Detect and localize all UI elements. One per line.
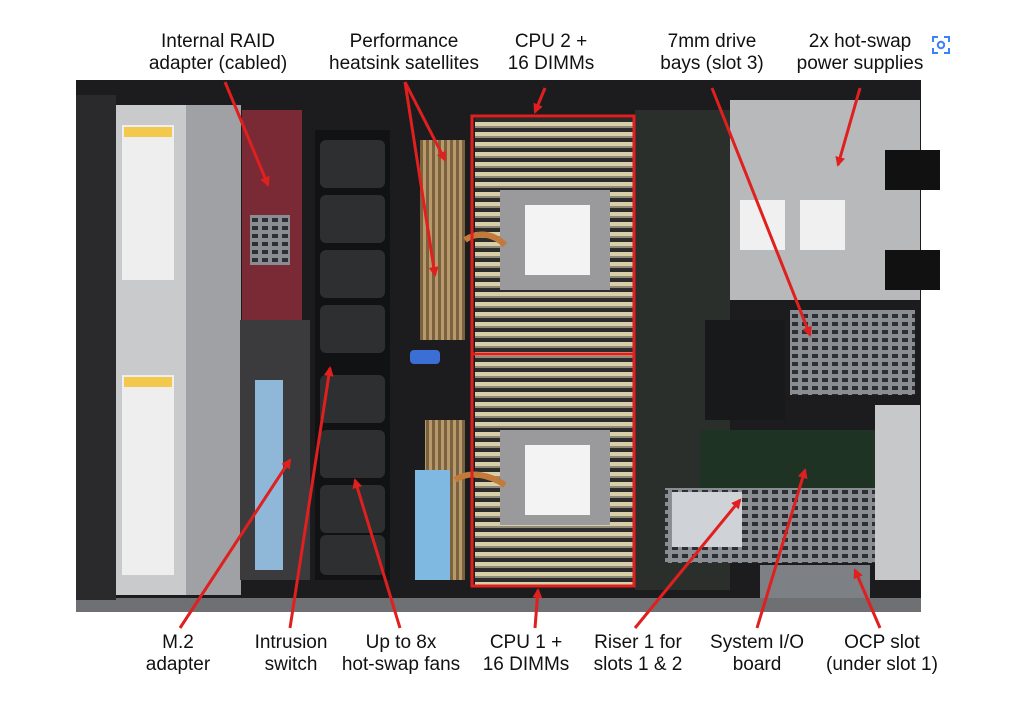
label-m2-adapter: M.2 adapter [78, 632, 278, 676]
cpu1-heatpipe [453, 471, 507, 488]
backplane [186, 105, 241, 595]
label-line: power supplies [796, 53, 924, 74]
arrow-satellite-upper [403, 81, 447, 162]
arrow-intrusion [288, 366, 334, 629]
label-line: M.2 [162, 632, 194, 653]
cpu2-heatpipe [463, 231, 508, 248]
service-label-bottom [122, 375, 174, 575]
label-line: adapter (cabled) [148, 53, 288, 74]
label-line: OCP slot [844, 632, 920, 653]
label-line: Intrusion [254, 632, 328, 653]
label-cpu-2: CPU 2 + 16 DIMMs [451, 31, 651, 75]
service-label-top [122, 125, 174, 280]
cpu1-highlight [470, 352, 636, 588]
rear-io-bracket [875, 405, 920, 580]
label-cpu-1: CPU 1 + 16 DIMMs [426, 632, 626, 676]
label-line: heatsink satellites [329, 53, 479, 74]
warning-tag-bottom [124, 377, 172, 387]
blue-latch [410, 350, 440, 364]
psu-handle-top [885, 150, 940, 190]
label-line: slots 1 & 2 [593, 654, 683, 675]
psu-handle-bottom [885, 250, 940, 290]
label-line: 16 DIMMs [482, 654, 570, 675]
label-line: CPU 2 + [514, 31, 588, 52]
lens-icon-glyph [932, 36, 950, 54]
arrow-riser [633, 498, 742, 629]
arrow-sysio [755, 468, 808, 629]
label-line: 16 DIMMs [507, 53, 595, 74]
ocp-slot-photo [760, 565, 870, 598]
label-line: hot-swap fans [341, 654, 461, 675]
label-7mm-drive-bays: 7mm drive bays (slot 3) [612, 31, 812, 75]
ribbon-cable-2 [415, 470, 450, 580]
system-io-board-photo [700, 430, 880, 490]
label-line: Riser 1 for [594, 632, 682, 653]
psu-label-1 [740, 200, 785, 250]
callout-arrows [178, 81, 882, 629]
arrow-satellite-lower [403, 81, 439, 277]
cpu1-label [525, 445, 590, 515]
label-performance-heatsink-satellites: Performance heatsink satellites [304, 31, 504, 75]
chassis-rail [76, 598, 921, 612]
label-system-io-board: System I/O board [657, 632, 857, 676]
label-line: Up to 8x [365, 632, 437, 653]
arrow-raid [223, 81, 270, 187]
cpu2-label [525, 205, 590, 275]
label-line: (under slot 1) [826, 654, 938, 675]
label-line: adapter [145, 654, 211, 675]
ribbon-cable [255, 380, 283, 570]
label-line: Performance [349, 31, 459, 52]
label-line: bays (slot 3) [660, 53, 764, 74]
raid-heatsink [250, 215, 290, 265]
warning-tag-top [124, 127, 172, 137]
drive-bay-7mm [790, 310, 915, 395]
label-line: System I/O [710, 632, 804, 653]
fan-bank [315, 130, 390, 580]
label-internal-raid-adapter: Internal RAID adapter (cabled) [118, 31, 318, 75]
label-line: Internal RAID [160, 31, 276, 52]
drive-bay-bracket [705, 320, 785, 420]
arrow-psu [835, 87, 862, 167]
arrow-drive-bays [710, 87, 812, 337]
label-line: board [732, 654, 782, 675]
satellite-heatsink-upper [420, 140, 465, 340]
label-line: switch [264, 654, 318, 675]
arrow-cpu1 [532, 588, 543, 629]
label-ocp-slot: OCP slot (under slot 1) [782, 632, 982, 676]
label-line: CPU 1 + [489, 632, 563, 653]
psu-label-2 [800, 200, 845, 250]
front-bezel [76, 95, 116, 600]
label-riser-1: Riser 1 for slots 1 & 2 [538, 632, 738, 676]
label-line: 7mm drive [667, 31, 757, 52]
label-line: 2x hot-swap [808, 31, 912, 52]
arrow-m2 [178, 458, 292, 629]
arrow-fans [352, 478, 402, 629]
arrow-ocp [853, 568, 882, 629]
arrow-cpu2 [533, 87, 547, 114]
riser-card [672, 492, 742, 547]
label-hot-swap-fans: Up to 8x hot-swap fans [301, 632, 501, 676]
label-intrusion-switch: Intrusion switch [191, 632, 391, 676]
label-hot-swap-power-supplies: 2x hot-swap power supplies [760, 31, 960, 75]
lens-icon[interactable] [930, 34, 952, 56]
